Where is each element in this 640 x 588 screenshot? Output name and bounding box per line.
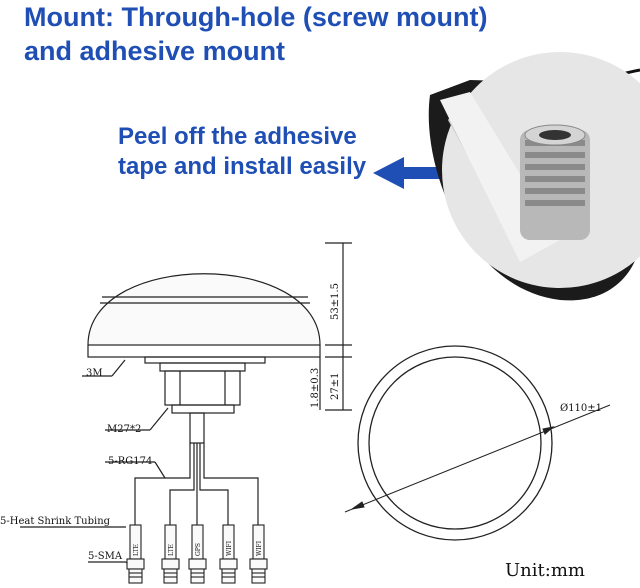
page-subtitle: and adhesive mount — [24, 36, 286, 66]
antenna-photo — [428, 52, 640, 301]
adhesive-note-line2: tape and install easily — [118, 153, 367, 180]
top-view-drawing — [344, 345, 611, 541]
side-view-drawing — [20, 242, 352, 571]
connector-tag: LTE — [168, 544, 175, 556]
connector-tag: GPS — [195, 543, 202, 556]
label-thread-length: 27±1 — [330, 372, 341, 400]
sma-connector — [249, 524, 268, 584]
unit-label: Unit:mm — [505, 560, 585, 581]
connector-group — [126, 524, 268, 584]
sma-connector — [161, 524, 180, 584]
label-sma: 5-SMA — [88, 551, 123, 562]
arrow-left-icon — [373, 157, 440, 189]
connector-tag: WIFI — [256, 540, 263, 556]
sma-connector — [219, 524, 238, 584]
connector-tag: WIFI — [226, 540, 233, 556]
adhesive-note-line1: Peel off the adhesive — [118, 123, 357, 150]
label-thread: M27*2 — [107, 424, 142, 435]
sma-connector — [126, 524, 145, 584]
page-title: Mount: Through-hole (screw mount) — [24, 2, 488, 32]
sma-connector — [188, 524, 207, 584]
label-height: 53±1.5 — [330, 282, 341, 320]
connector-tag: LTE — [133, 544, 140, 556]
label-cable: 5-RG174 — [108, 456, 153, 467]
label-heat-shrink: 5-Heat Shrink Tubing — [0, 516, 111, 527]
label-diameter: Ø110±1 — [560, 403, 603, 414]
label-3m: 3M — [86, 368, 103, 379]
label-plate: 1.8±0.3 — [310, 367, 321, 408]
